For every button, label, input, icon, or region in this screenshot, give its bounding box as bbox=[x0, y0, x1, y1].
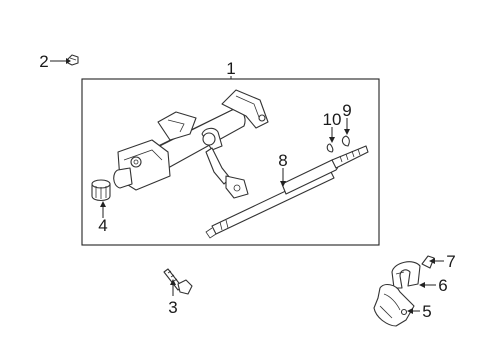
snap-ring-10[interactable] bbox=[326, 143, 334, 153]
callout-1: 1 bbox=[226, 59, 235, 78]
bolt-small[interactable] bbox=[67, 54, 79, 66]
bolt[interactable] bbox=[163, 268, 193, 295]
intermediate-shaft[interactable] bbox=[205, 145, 369, 239]
bushing[interactable] bbox=[91, 179, 111, 202]
callout-7: 7 bbox=[446, 252, 455, 271]
callout-3: 3 bbox=[168, 298, 177, 317]
leader-lines bbox=[50, 58, 444, 314]
callout-6: 6 bbox=[438, 276, 447, 295]
snap-ring-9[interactable] bbox=[341, 135, 350, 147]
callout-9: 9 bbox=[342, 101, 351, 120]
callout-10: 10 bbox=[323, 110, 342, 129]
steering-column-assembly[interactable] bbox=[113, 89, 269, 199]
callout-5: 5 bbox=[422, 302, 431, 321]
bracket[interactable] bbox=[391, 261, 421, 289]
callout-2: 2 bbox=[39, 52, 48, 71]
callout-8: 8 bbox=[278, 151, 287, 170]
callout-4: 4 bbox=[98, 216, 107, 235]
cover[interactable] bbox=[373, 283, 415, 327]
clip[interactable] bbox=[421, 255, 435, 269]
